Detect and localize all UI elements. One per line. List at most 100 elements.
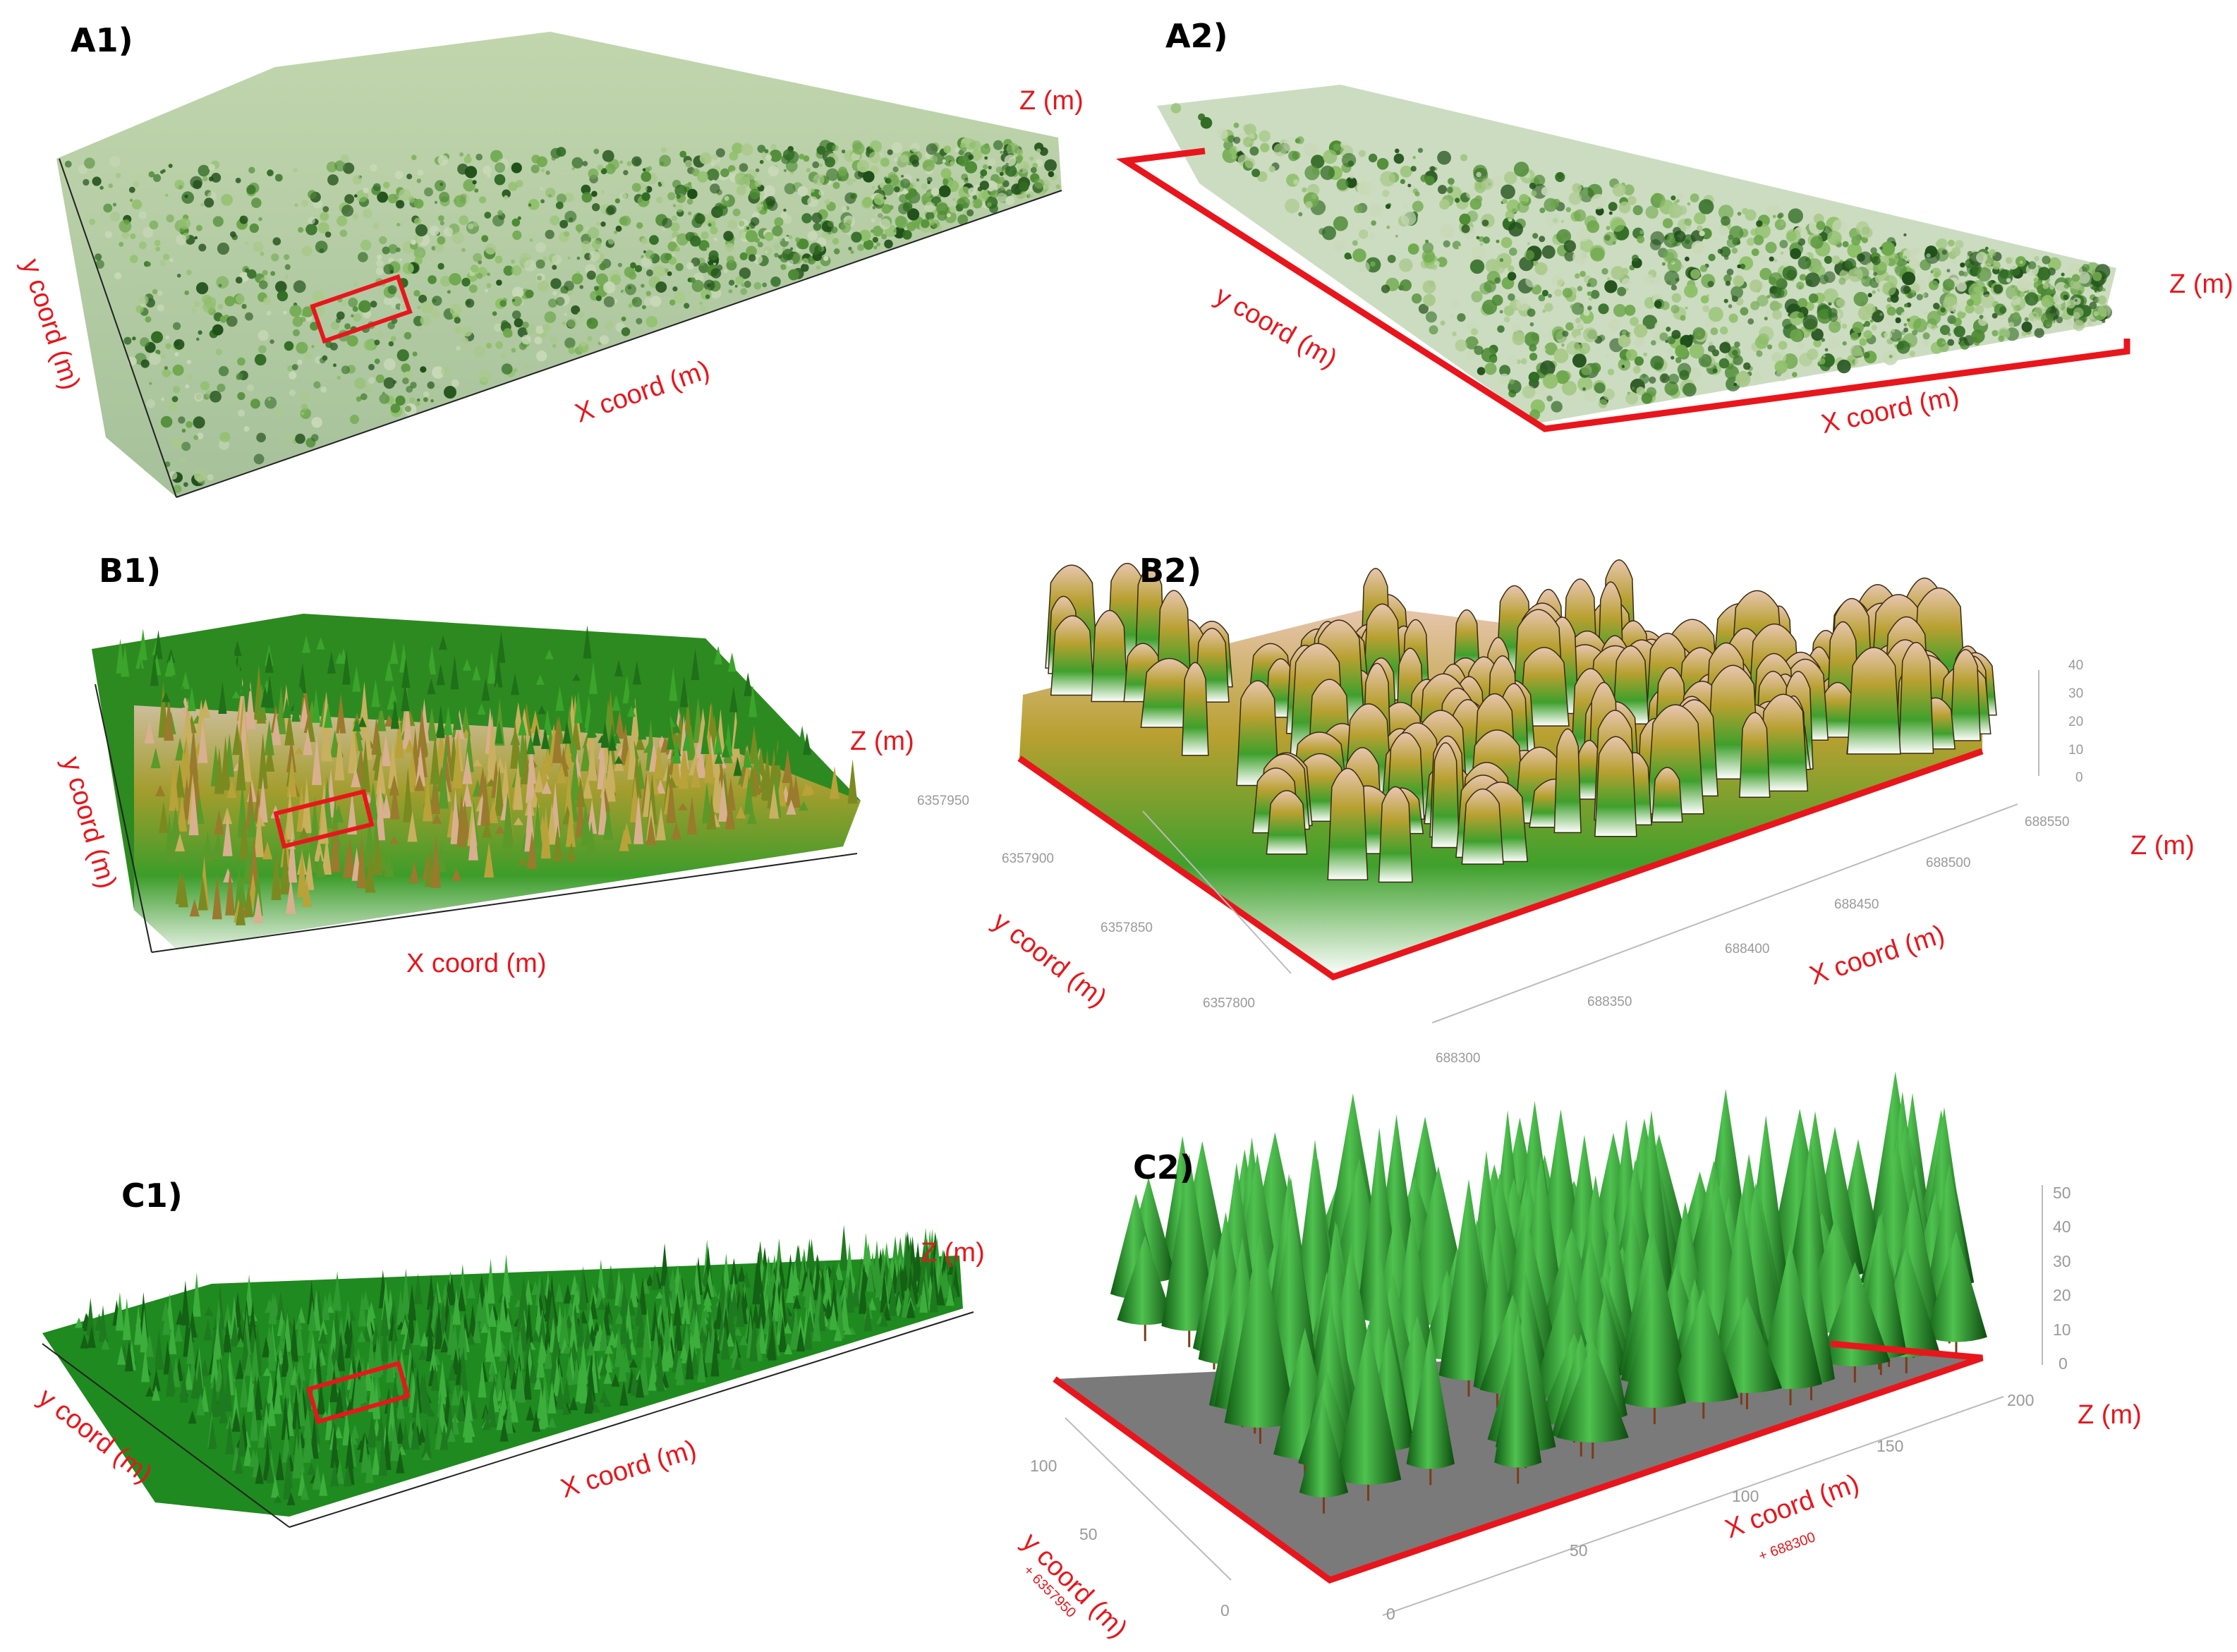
vegetation-point	[705, 257, 710, 262]
vegetation-point	[114, 272, 122, 279]
vegetation-point	[1765, 241, 1777, 254]
vegetation-point	[495, 162, 506, 173]
vegetation-point	[326, 162, 338, 173]
vegetation-point	[2073, 320, 2085, 332]
vegetation-point	[352, 306, 358, 312]
vegetation-point	[1494, 277, 1501, 284]
vegetation-point	[596, 221, 600, 226]
canopy-spike	[875, 1270, 884, 1298]
canopy-spike	[175, 737, 186, 761]
canopy-spike	[174, 1323, 183, 1342]
vegetation-point	[1407, 243, 1419, 255]
canopy-spike	[520, 733, 531, 784]
vegetation-point	[774, 253, 779, 257]
vegetation-point	[1455, 339, 1467, 352]
vegetation-point	[251, 198, 262, 208]
vegetation-point	[641, 256, 653, 268]
vegetation-point	[340, 154, 349, 163]
vegetation-point	[246, 185, 256, 195]
canopy-spike	[296, 686, 305, 698]
vegetation-point	[1606, 226, 1611, 231]
canopy-spike	[747, 808, 757, 825]
vegetation-point	[1044, 159, 1057, 172]
vegetation-point	[1685, 226, 1692, 233]
vegetation-point	[857, 243, 865, 251]
canopy-spike	[843, 1324, 852, 1335]
vegetation-point	[1341, 152, 1357, 168]
canopy-spike	[429, 1346, 438, 1371]
canopy-spike	[495, 756, 505, 773]
canopy-spike	[162, 692, 171, 703]
vegetation-point	[149, 220, 159, 230]
vegetation-point	[1358, 150, 1366, 157]
canopy-spike	[264, 719, 274, 755]
canopy-spike	[144, 719, 154, 743]
tree-crown	[1651, 767, 1683, 823]
vegetation-point	[1584, 389, 1597, 402]
vegetation-point	[1369, 204, 1382, 217]
canopy-spike	[342, 846, 353, 878]
canopy-spike	[736, 806, 746, 819]
vegetation-point	[1980, 294, 1995, 308]
vegetation-point	[1920, 259, 1932, 271]
canopy-spike	[220, 736, 231, 791]
canopy-spike	[196, 1393, 205, 1416]
vegetation-point	[1764, 317, 1768, 321]
vegetation-point	[1481, 178, 1493, 190]
canopy-spike	[487, 1304, 497, 1327]
canopy-spike	[427, 707, 437, 741]
canopy-spike	[265, 744, 275, 772]
canopy-spike	[543, 1322, 552, 1350]
vegetation-point	[859, 229, 871, 242]
vegetation-point	[667, 271, 672, 277]
canopy-spike	[436, 705, 445, 739]
vegetation-point	[938, 185, 951, 198]
vegetation-point	[194, 392, 203, 402]
vegetation-point	[132, 199, 143, 209]
vegetation-point	[2066, 299, 2076, 309]
vegetation-point	[1910, 283, 1920, 293]
vegetation-point	[802, 257, 809, 265]
vegetation-point	[1700, 295, 1709, 304]
a1-y-axis-line	[59, 158, 177, 498]
canopy-spike	[254, 1375, 263, 1410]
canopy-spike	[581, 817, 591, 847]
vegetation-point	[1509, 248, 1517, 256]
canopy-spike	[487, 1386, 496, 1420]
vegetation-point	[1608, 202, 1618, 212]
vegetation-point	[404, 332, 412, 340]
vegetation-point	[396, 349, 409, 362]
vegetation-point	[1499, 310, 1503, 314]
vegetation-point	[1491, 175, 1503, 188]
vegetation-point	[468, 223, 474, 230]
vegetation-point	[664, 268, 669, 273]
canopy-spike	[666, 775, 677, 823]
vegetation-point	[892, 166, 899, 173]
vegetation-point	[535, 242, 546, 253]
canopy-spike	[316, 637, 325, 650]
vegetation-point	[292, 316, 303, 327]
canopy-spike	[312, 688, 320, 723]
vegetation-point	[1690, 193, 1699, 202]
canopy-spike	[244, 1350, 253, 1376]
vegetation-point	[655, 281, 667, 293]
vegetation-point	[1848, 267, 1863, 282]
vegetation-point	[1838, 277, 1846, 285]
vegetation-point	[483, 165, 492, 175]
vegetation-point	[551, 156, 557, 161]
canopy-spike	[907, 1283, 916, 1306]
a1-x-axis-line	[176, 190, 1062, 498]
vegetation-point	[1778, 212, 1784, 219]
vegetation-point	[2074, 298, 2078, 302]
vegetation-point	[217, 304, 224, 310]
canopy-spike	[430, 1364, 439, 1391]
vegetation-point	[1259, 130, 1271, 142]
canopy-spike	[769, 783, 780, 819]
canopy-spike	[636, 1318, 645, 1348]
vegetation-point	[439, 221, 444, 226]
vegetation-point	[526, 324, 537, 335]
vegetation-point	[200, 203, 204, 207]
vegetation-point	[334, 160, 346, 171]
vegetation-point	[511, 265, 522, 276]
vegetation-point	[899, 231, 904, 236]
